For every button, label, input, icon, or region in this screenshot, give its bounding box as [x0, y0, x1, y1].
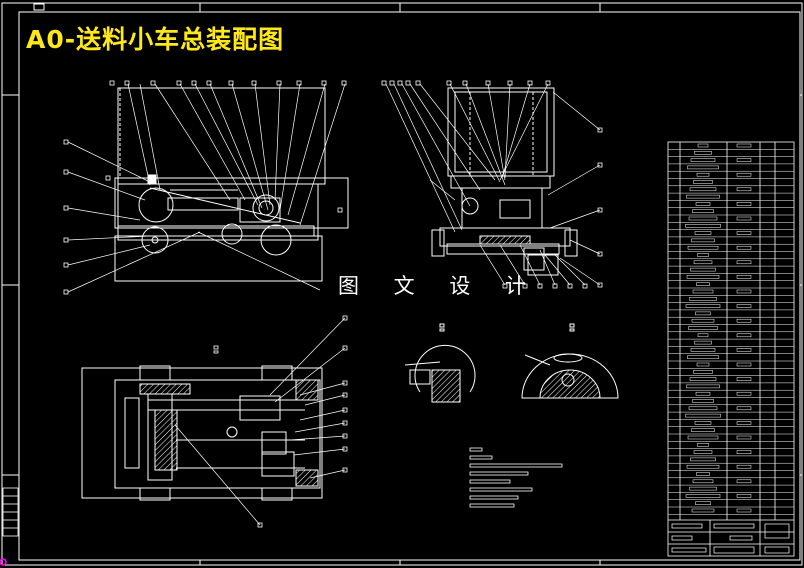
parts-row-name-mark [690, 457, 716, 462]
parts-row-qty-mark [736, 304, 752, 308]
parts-row-qty-mark [736, 421, 752, 425]
drawing-title: A0-送料小车总装配图 [26, 25, 285, 54]
parts-row-qty-mark [736, 435, 752, 440]
parts-row-name-mark [685, 413, 721, 418]
parts-row-name-mark [695, 391, 711, 396]
parts-row-qty-mark [736, 216, 752, 221]
plan-view [81, 365, 323, 501]
front-view-balloons [63, 80, 347, 295]
parts-row-name-mark [697, 333, 709, 338]
parts-row-name-mark [694, 340, 712, 345]
front-view [114, 87, 349, 282]
parts-row-qty-mark [736, 494, 752, 498]
parts-row-name-mark [690, 348, 716, 352]
parts-row-name-mark [697, 443, 709, 447]
parts-row-qty-mark [736, 245, 752, 250]
title-block-marks [671, 523, 790, 554]
parts-row-qty-mark [736, 464, 752, 469]
detail-section-b [521, 323, 619, 399]
parts-row-name-mark [692, 479, 714, 484]
parts-row-name-mark [688, 216, 718, 221]
parts-row-name-mark [691, 238, 715, 243]
technical-notes [469, 447, 563, 508]
parts-row-name-mark [689, 377, 717, 381]
parts-row-name-mark [693, 370, 713, 374]
parts-row-qty-mark [736, 362, 752, 367]
parts-row-qty-mark [736, 377, 752, 381]
parts-row-name-mark [695, 501, 711, 505]
magenta-marker [0, 558, 7, 566]
parts-row-name-mark [697, 253, 709, 257]
parts-row-name-mark [687, 245, 719, 250]
parts-row-name-mark [694, 231, 712, 235]
parts-row-qty-mark [736, 260, 752, 265]
parts-row-name-mark [693, 180, 713, 184]
side-view-balloons [381, 80, 603, 289]
side-view [431, 87, 578, 276]
parts-row-name-mark [692, 399, 714, 403]
parts-row-qty-mark [736, 318, 752, 323]
parts-row-qty-mark [736, 202, 752, 206]
plan-view-balloons [213, 315, 348, 528]
parts-row-name-mark [695, 311, 711, 316]
side-view-leaders [385, 83, 601, 286]
parts-row-name-mark [686, 384, 720, 389]
parts-row-name-mark [689, 187, 717, 192]
parts-row-name-mark [696, 282, 710, 286]
parts-row-name-mark [693, 450, 713, 454]
parts-row-name-mark [694, 151, 712, 155]
parts-row-qty-mark [736, 158, 752, 162]
parts-row-name-mark [685, 224, 721, 228]
parts-row-name-mark [689, 486, 717, 491]
parts-row-name-mark [694, 421, 712, 425]
parts-row-qty-mark [736, 231, 752, 235]
parts-row-name-mark [686, 464, 720, 469]
parts-row-qty-mark [736, 406, 752, 411]
parts-row-name-mark [696, 172, 710, 177]
parts-row-qty-mark [736, 289, 752, 294]
parts-row-qty-mark [736, 172, 752, 177]
parts-row-qty-mark [736, 187, 752, 192]
parts-row-name-mark [692, 209, 714, 213]
parts-row-name-mark [690, 267, 716, 272]
front-view-leaders [67, 83, 346, 293]
parts-list-table [667, 141, 795, 557]
parts-row-name-mark [688, 326, 718, 330]
parts-row-qty-mark [736, 450, 752, 454]
parts-row-name-mark [685, 494, 721, 498]
parts-row-name-mark [690, 158, 716, 162]
parts-row-name-mark [689, 297, 717, 301]
parts-row-qty-mark [736, 508, 752, 513]
parts-row-name-mark [687, 165, 719, 170]
parts-row-name-mark [686, 194, 720, 199]
parts-row-name-mark [695, 202, 711, 206]
parts-row-qty-mark [736, 275, 752, 279]
parts-row-name-mark [687, 435, 719, 440]
stamp-block [2, 487, 19, 537]
parts-row-name-mark [688, 406, 718, 411]
parts-row-qty-mark [736, 333, 752, 338]
parts-row-name-mark [691, 508, 715, 513]
parts-row-name-mark [685, 304, 721, 308]
parts-row-qty-mark [736, 143, 752, 148]
parts-row-name-mark [686, 275, 720, 279]
parts-row-name-mark [693, 260, 713, 265]
parts-row-qty-mark [736, 391, 752, 396]
plan-view-leaders [174, 317, 346, 526]
parts-row-name-mark [691, 318, 715, 323]
parts-row-name-mark [692, 289, 714, 294]
parts-list-rows [668, 143, 794, 515]
parts-row-qty-mark [736, 348, 752, 352]
parts-row-name-mark [691, 428, 715, 432]
parts-row-name-mark [687, 355, 719, 359]
watermark-text: 图 文 设 计 [338, 274, 541, 298]
parts-row-qty-mark [736, 479, 752, 484]
parts-row-name-mark [696, 362, 710, 367]
parts-row-name-mark [696, 472, 710, 476]
detail-section-a [404, 323, 476, 403]
parts-row-name-mark [697, 143, 709, 148]
